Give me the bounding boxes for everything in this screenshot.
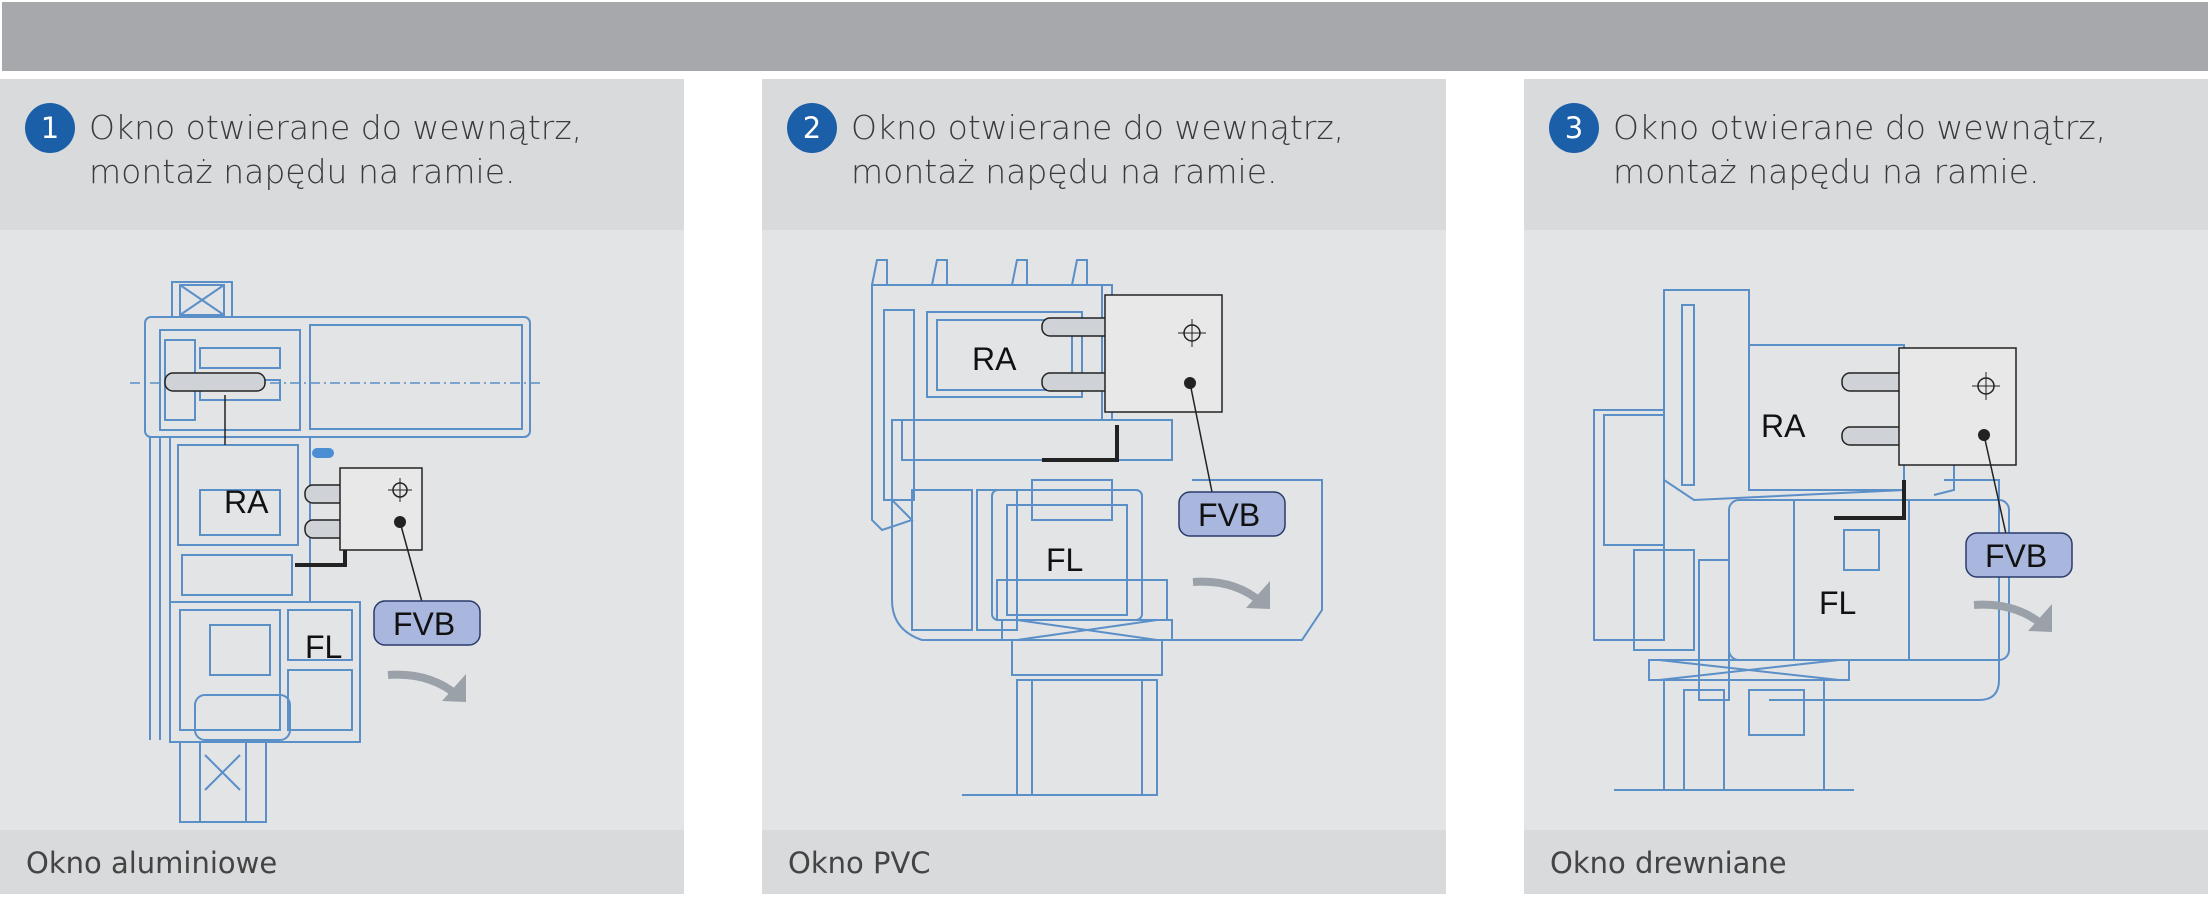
- panel-caption: Okno drewniane: [1550, 846, 1787, 880]
- panel-footer: Okno aluminiowe: [0, 830, 684, 894]
- panel-header: 2 Okno otwierane do wewnątrz, montaż nap…: [762, 79, 1446, 230]
- label-sash: FL: [1819, 585, 1856, 621]
- title-line-2: montaż napędu na ramie.: [89, 152, 516, 191]
- step-badge: 2: [787, 103, 837, 153]
- wooden-window-diagram: RA FL FVB: [1593, 289, 2073, 791]
- aluminium-window-diagram: RA FL FVB: [130, 281, 540, 823]
- title-line-2: montaż napędu na ramie.: [1613, 152, 2040, 191]
- drive-unit: [1104, 294, 1223, 493]
- top-bar: [2, 2, 2208, 71]
- panel-footer: Okno drewniane: [1524, 830, 2208, 894]
- panel-footer: Okno PVC: [762, 830, 1446, 894]
- title-line-1: Okno otwierane do wewnątrz,: [851, 108, 1345, 147]
- pvc-window-diagram: RA FL FVB: [871, 259, 1323, 796]
- step-badge: 1: [25, 103, 75, 153]
- drive-label-badge: FVB: [1965, 532, 2073, 578]
- panel-title: Okno otwierane do wewnątrz, montaż napęd…: [1613, 106, 2106, 194]
- panel-header: 3 Okno otwierane do wewnątrz, montaż nap…: [1524, 79, 2208, 230]
- step-badge: 3: [1549, 103, 1599, 153]
- screws: [1041, 317, 1123, 392]
- label-frame: RA: [224, 484, 269, 520]
- title-line-2: montaż napędu na ramie.: [851, 152, 1278, 191]
- drive-unit: [1898, 347, 2017, 535]
- label-drive: FVB: [393, 606, 455, 642]
- drive-unit: [339, 467, 423, 603]
- panel-wood: 3 Okno otwierane do wewnątrz, montaż nap…: [1524, 79, 2208, 894]
- panel-caption: Okno aluminiowe: [26, 846, 278, 880]
- panel-aluminium: 1 Okno otwierane do wewnątrz, montaż nap…: [0, 79, 684, 894]
- open-arrow: [1192, 577, 1265, 607]
- label-sash: FL: [1046, 542, 1083, 578]
- panel-title: Okno otwierane do wewnątrz, montaż napęd…: [89, 106, 582, 194]
- screws: [164, 372, 351, 539]
- window-profile: [871, 259, 1323, 796]
- drive-label-badge: FVB: [373, 600, 481, 646]
- title-line-1: Okno otwierane do wewnątrz,: [89, 108, 583, 147]
- label-drive: FVB: [1985, 538, 2047, 574]
- label-frame: RA: [1761, 408, 1806, 444]
- window-profile: [144, 281, 531, 823]
- open-arrow: [387, 670, 461, 700]
- title-line-1: Okno otwierane do wewnątrz,: [1613, 108, 2107, 147]
- panel-title: Okno otwierane do wewnątrz, montaż napęd…: [851, 106, 1344, 194]
- drive-label-badge: FVB: [1178, 491, 1286, 537]
- label-sash: FL: [305, 629, 342, 665]
- panel-caption: Okno PVC: [788, 846, 931, 880]
- panel-pvc: 2 Okno otwierane do wewnątrz, montaż nap…: [762, 79, 1446, 894]
- label-frame: RA: [972, 341, 1017, 377]
- label-drive: FVB: [1198, 497, 1260, 533]
- panel-header: 1 Okno otwierane do wewnątrz, montaż nap…: [0, 79, 684, 230]
